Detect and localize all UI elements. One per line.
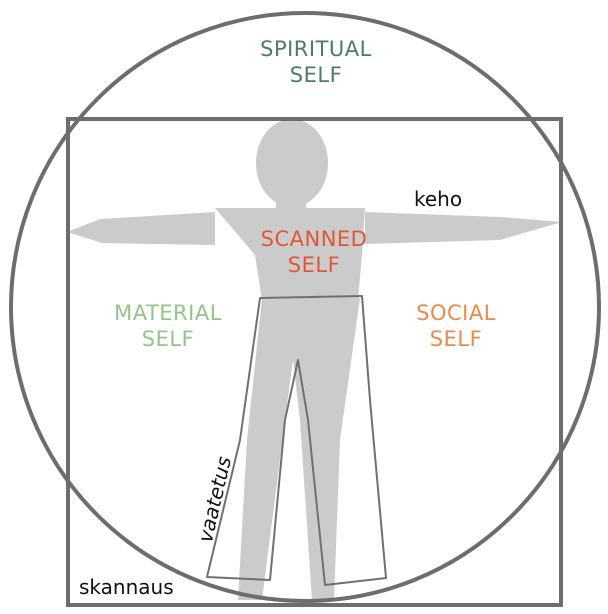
figure-legs: [238, 298, 360, 600]
scanned-self-line1: SCANNED: [260, 227, 368, 251]
scan-label: skannaus: [79, 575, 174, 599]
spiritual-self-line1: SPIRITUAL: [260, 37, 372, 61]
scanned-self-label: SCANNED SELF: [228, 226, 400, 279]
clothing-outline: [206, 295, 387, 586]
social-self-line2: SELF: [429, 327, 483, 352]
outer-circle: [9, 11, 601, 603]
spiritual-self-label: SPIRITUAL SELF: [224, 36, 408, 89]
scanned-self-line2: SELF: [287, 253, 341, 278]
body-label: keho: [414, 187, 463, 211]
material-self-line1: MATERIAL: [114, 301, 222, 325]
social-self-label: SOCIAL SELF: [384, 300, 528, 353]
scan-square: [66, 117, 563, 607]
human-figure: [67, 119, 562, 600]
figure-arms: [67, 212, 562, 245]
figure-torso: [215, 208, 365, 300]
spiritual-self-line2: SELF: [289, 63, 343, 88]
material-self-line2: SELF: [141, 327, 195, 352]
figure-head: [256, 119, 328, 207]
social-self-line1: SOCIAL: [416, 301, 496, 325]
material-self-label: MATERIAL SELF: [88, 300, 248, 353]
